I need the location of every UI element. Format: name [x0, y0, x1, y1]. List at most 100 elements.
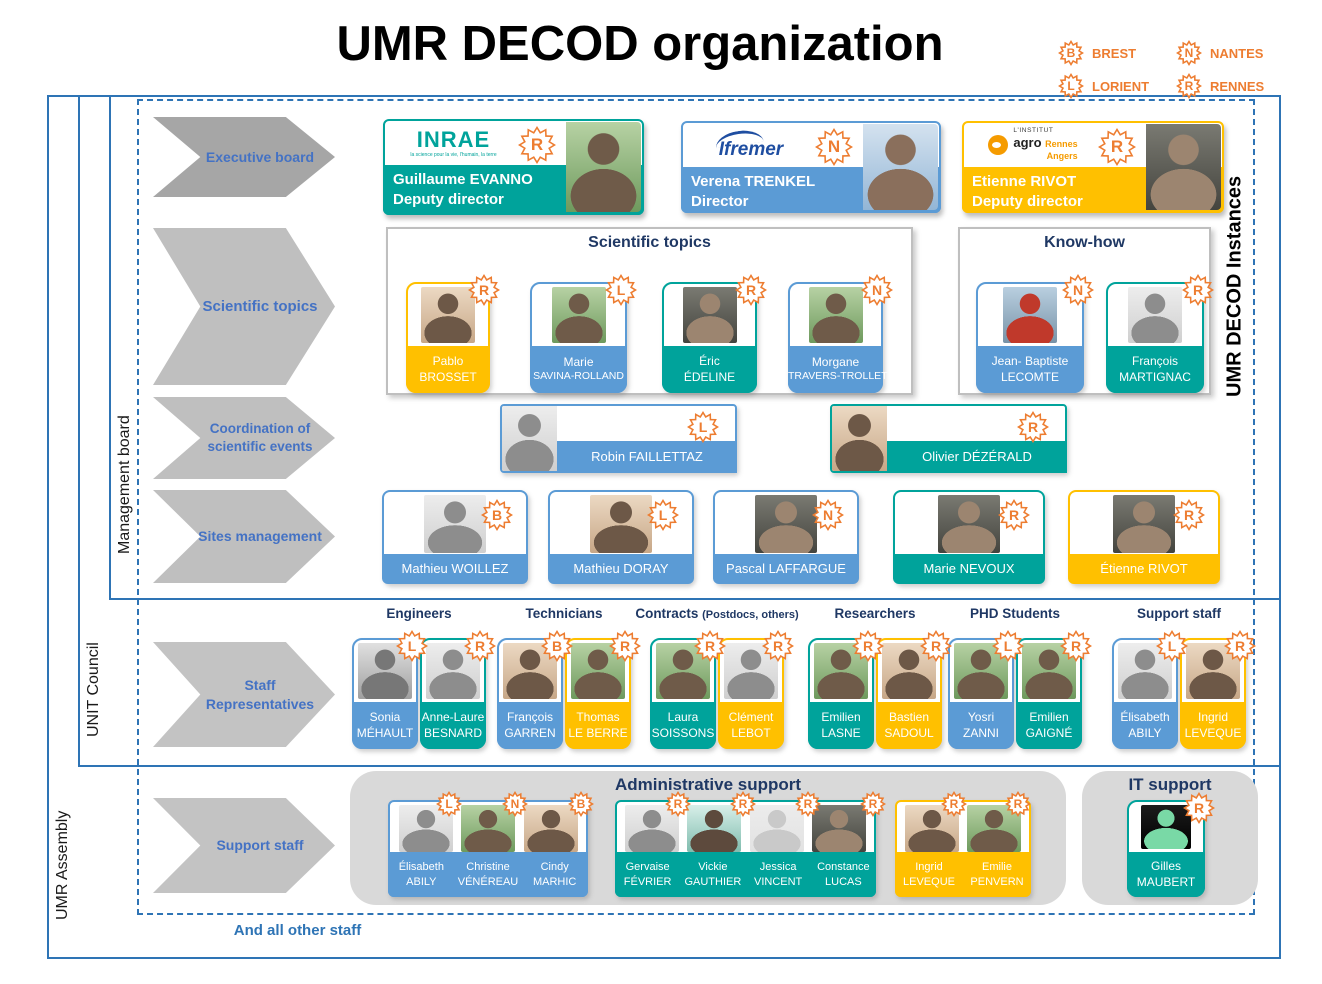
site-badge-icon: R [1182, 274, 1214, 306]
institut-agro-logo: L'INSTITUT agro Rennes Angers [964, 123, 1102, 167]
legend-label: NANTES [1210, 45, 1264, 61]
column-header-researchers: Researchers [834, 606, 916, 621]
site-badge-icon: L [687, 411, 719, 443]
site-badge-icon: R [920, 630, 952, 662]
site-badge-icon: R [1173, 499, 1205, 531]
scientific-topics-title: Scientific topics [588, 234, 711, 251]
legend-item-nantes: N NANTES [1176, 40, 1296, 66]
page-title: UMR DECOD organization [336, 17, 944, 71]
legend-item-lorient: L LORIENT [1058, 73, 1176, 99]
site-badge-icon: N [861, 274, 893, 306]
portrait-photo [832, 406, 887, 471]
portrait-photo [1003, 287, 1057, 343]
site-badge-icon: N [815, 128, 853, 166]
it-support-title: IT support [1128, 775, 1212, 794]
site-badge-icon: L [1156, 630, 1188, 662]
portrait-photo [421, 287, 475, 343]
legend-item-rennes: R RENNES [1176, 73, 1296, 99]
legend-label: BREST [1092, 45, 1137, 61]
card-etienne-rivot: L'INSTITUT agro Rennes Angers R Etienne … [962, 121, 1224, 213]
site-badge-icon: R [1224, 630, 1256, 662]
portrait-photo [682, 287, 737, 343]
portrait-photo [590, 495, 652, 553]
site-badge-icon: L [396, 630, 428, 662]
portrait-photo [551, 287, 606, 343]
administrative-support-title: Administrative support [614, 775, 802, 794]
card-olivier-dezerald: R Olivier DÉZÉRALD [830, 404, 1067, 473]
portrait-photo [1146, 124, 1221, 210]
site-badge-icon: R [694, 630, 726, 662]
site-badge-icon: L [605, 274, 637, 306]
site-badge-icon: R [665, 791, 691, 817]
site-badge-icon: R [1017, 411, 1049, 443]
portrait-photo [755, 495, 817, 553]
card-pascal-laffargue: N Pascal LAFFARGUE [713, 490, 859, 584]
person-name: Mathieu WOILLEZ [382, 554, 528, 584]
site-badge-icon: R [1060, 630, 1092, 662]
column-header-engineers: Engineers [386, 606, 452, 621]
person-name: Robin FAILLETTAZ [557, 441, 737, 473]
card-etienne-rivot-sites: R Étienne RIVOT [1068, 490, 1220, 584]
column-header-support-staff: Support staff [1137, 606, 1221, 621]
site-badge-icon: R [941, 791, 967, 817]
site-badge-icon: R [762, 630, 794, 662]
site-badge-icon: R [730, 791, 756, 817]
card-mathieu-woillez: B Mathieu WOILLEZ [382, 490, 528, 584]
site-badge-icon: R [464, 630, 496, 662]
person-name: Olivier DÉZÉRALD [887, 441, 1067, 473]
portrait-photo [424, 495, 486, 553]
card-mathieu-doray: L Mathieu DORAY [548, 490, 694, 584]
site-badge-icon: L [1058, 73, 1084, 99]
site-badge-icon: R [735, 274, 767, 306]
legend-item-brest: B BREST [1058, 40, 1176, 66]
site-badge-icon: R [795, 791, 821, 817]
site-badge-icon: N [1062, 274, 1094, 306]
column-header-contracts: Contracts (Postdocs, others) [635, 606, 799, 621]
person-name: Mathieu DORAY [548, 554, 694, 584]
portrait-photo [1128, 287, 1182, 343]
legend-label: RENNES [1210, 78, 1265, 94]
card-guillaume-evanno: INRAE la science pour la vie, l'humain, … [383, 119, 644, 215]
site-badge-icon: B [1058, 40, 1084, 66]
portrait-photo [566, 122, 641, 212]
umr-decod-instances-frame [137, 99, 1255, 915]
inrae-wordmark: INRAE [416, 126, 491, 152]
site-badge-icon: R [860, 791, 886, 817]
card-verena-trenkel: Ifremer N Verena TRENKEL Director [681, 121, 941, 213]
site-badge-icon: N [1176, 40, 1202, 66]
site-badge-icon: L [992, 630, 1024, 662]
portrait-photo [863, 124, 938, 210]
column-header-phd-students: PHD Students [969, 606, 1061, 621]
management-board-frame [109, 95, 1281, 600]
site-badge-icon: R [518, 126, 556, 164]
